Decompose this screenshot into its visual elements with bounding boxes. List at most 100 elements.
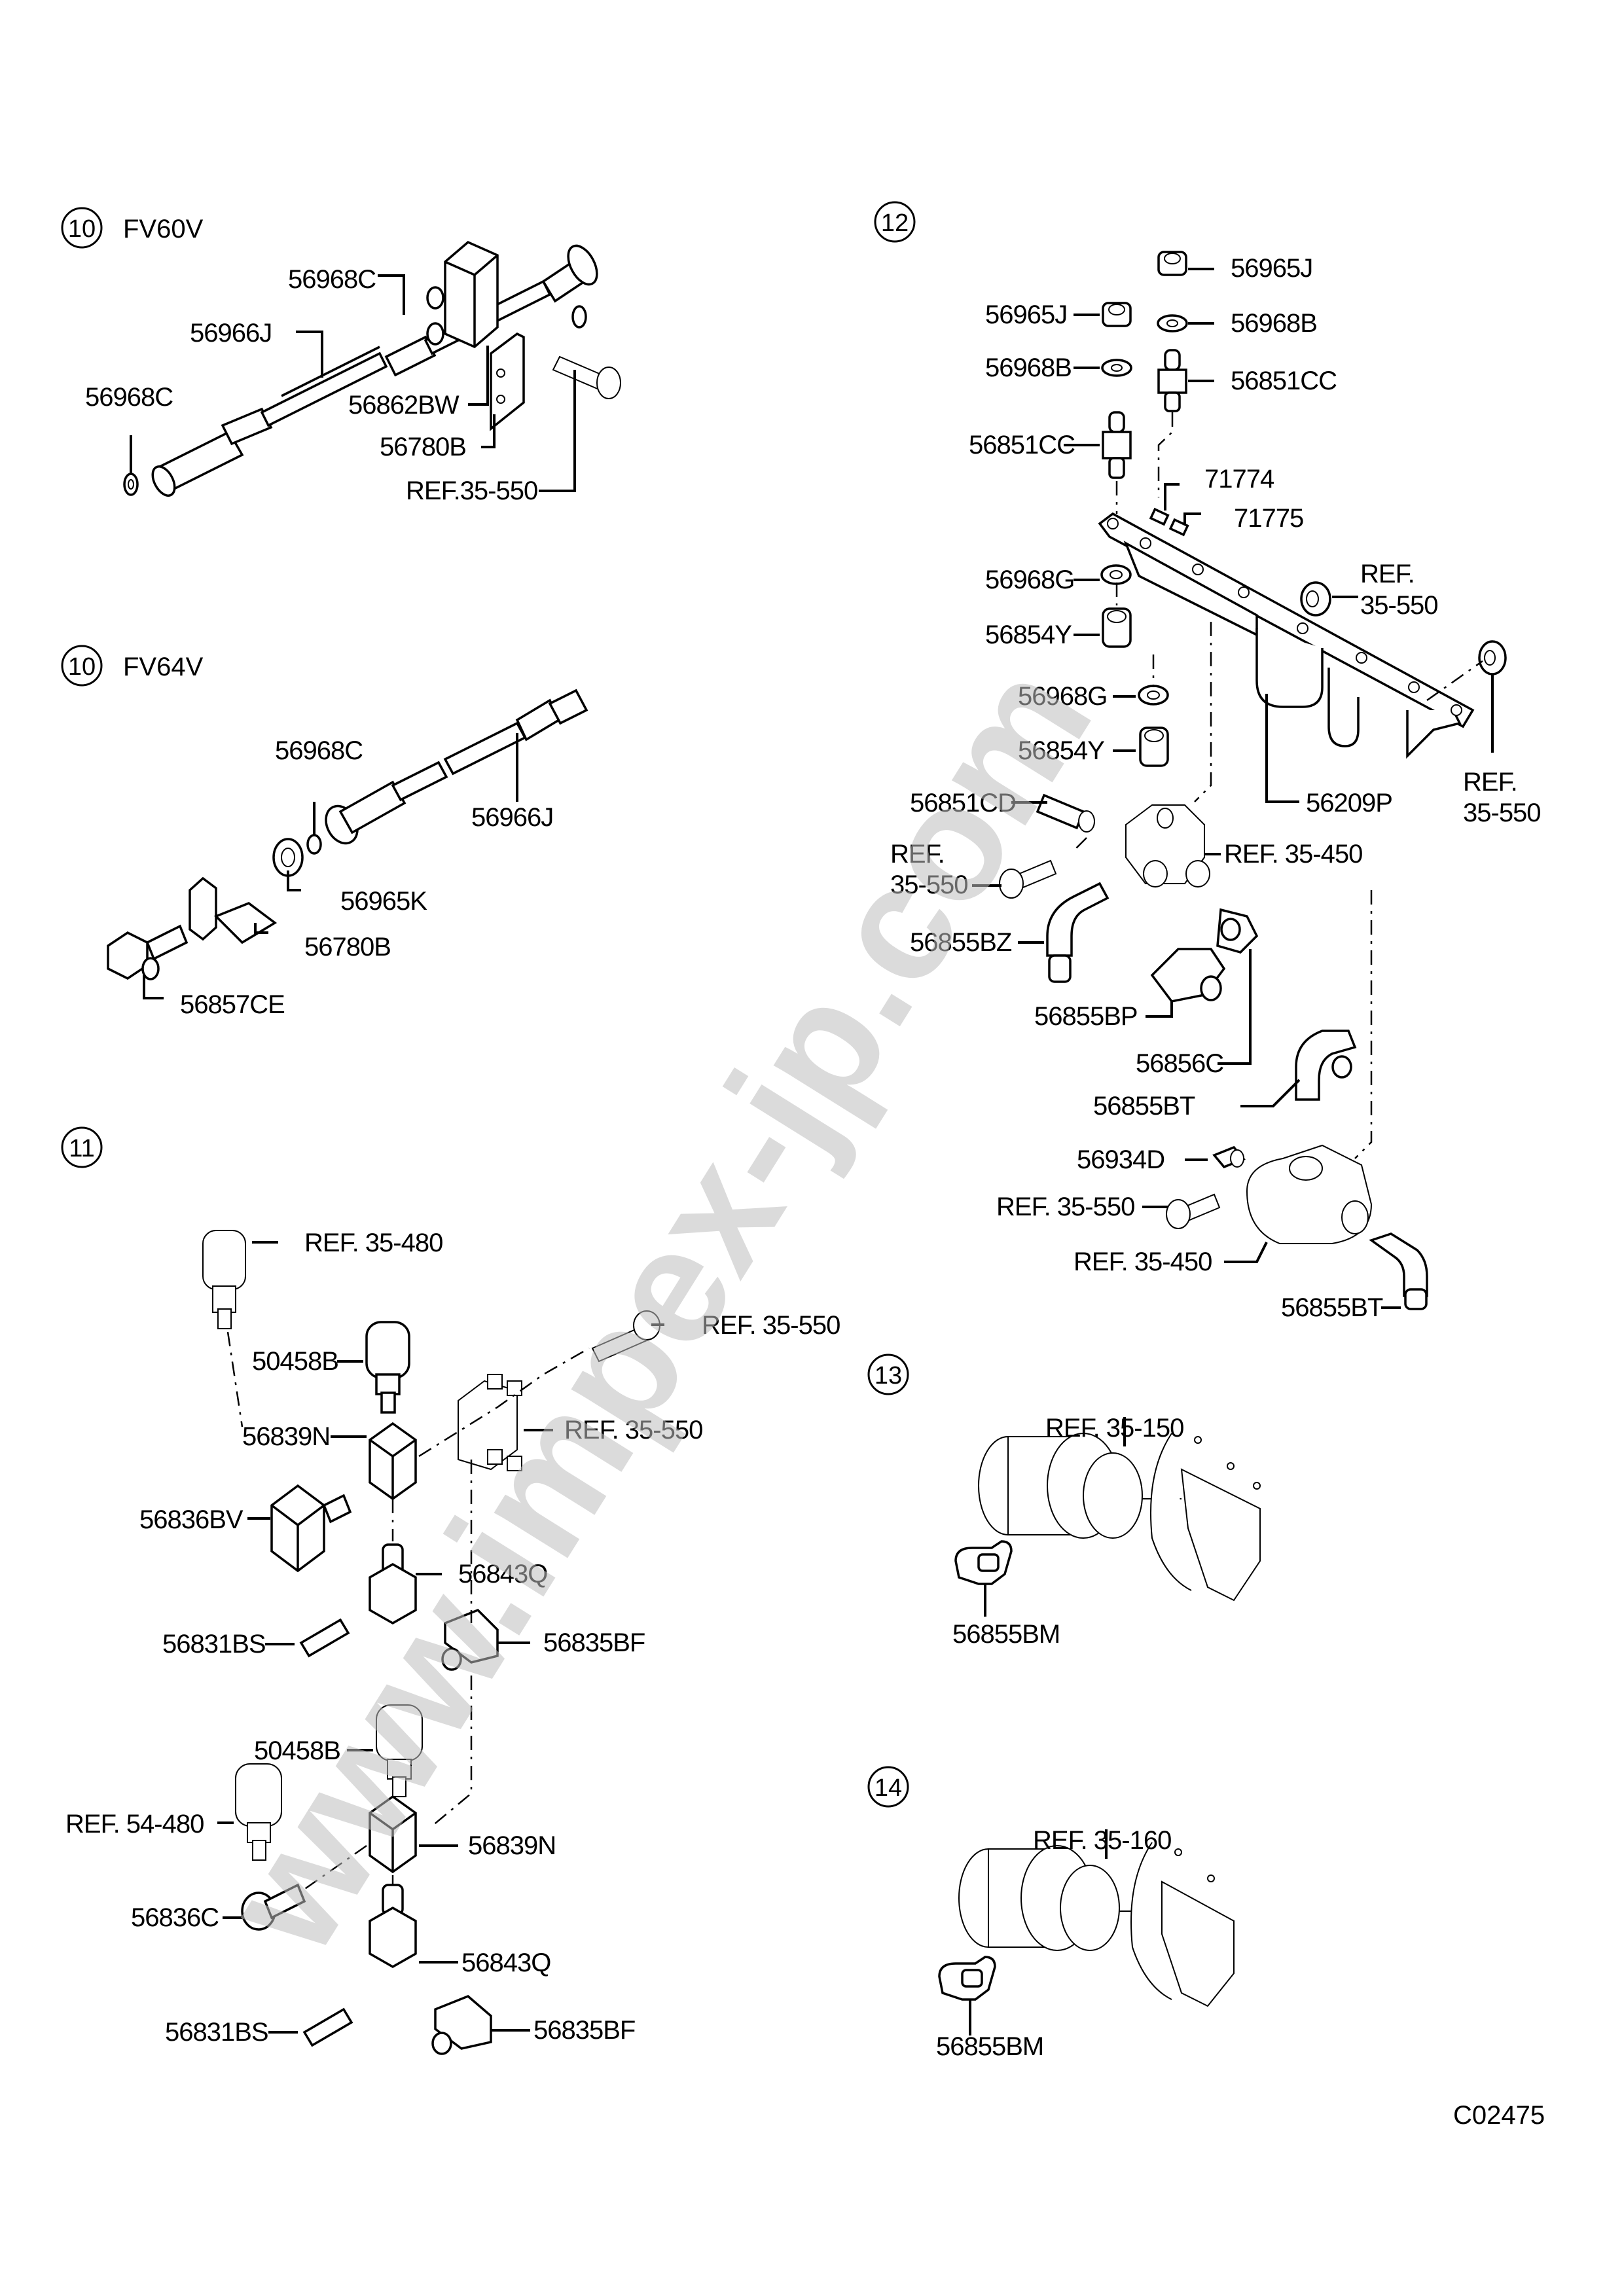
nut-56965J-left-part[interactable] (1102, 302, 1132, 327)
label-plate-71774-part[interactable] (1149, 507, 1170, 526)
label-56854Y-2[interactable]: 56854Y (1018, 736, 1105, 765)
label-ref-far-line1[interactable]: REF. (1463, 768, 1518, 797)
union-56851CD-part[interactable] (1036, 793, 1095, 833)
label-ref-bolt-line1[interactable]: REF. (890, 840, 945, 869)
label-56780B[interactable]: 56780B (304, 933, 391, 961)
label-56831BS-bottom[interactable]: 56831BS (165, 2018, 269, 2047)
bracket-56780B-part[interactable] (490, 332, 525, 431)
label-50458B-top[interactable]: 50458B (252, 1347, 339, 1376)
brake-chamber-ref-35-150-part[interactable] (978, 1433, 1261, 1602)
washer-56968G-2-part[interactable] (1138, 685, 1169, 706)
label-56968G-2[interactable]: 56968G (1018, 682, 1108, 711)
label-56780B[interactable]: 56780B (380, 433, 467, 461)
label-ref-far-line2[interactable]: 35-550 (1463, 798, 1542, 827)
spacer-56854Y-2-part[interactable] (1139, 726, 1169, 767)
label-ref-35-480[interactable]: REF. 35-480 (304, 1229, 443, 1257)
label-56831BS-top[interactable]: 56831BS (162, 1630, 266, 1659)
label-56855BM[interactable]: 56855BM (936, 2032, 1044, 2061)
elbow-56855BP-part[interactable] (1150, 948, 1226, 1003)
union-56851CC-right-part[interactable] (1157, 349, 1187, 412)
label-ref-35-450-2[interactable]: REF. 35-450 (1074, 1247, 1212, 1276)
label-56966J[interactable]: 56966J (190, 319, 272, 348)
label-plate-71775-part[interactable] (1168, 518, 1189, 537)
connector-56831BS-bottom-part[interactable] (302, 2007, 353, 2047)
elbow-56855BM-part[interactable] (954, 1540, 1013, 1585)
label-ref-35-550-bracket[interactable]: REF. 35-550 (564, 1416, 703, 1444)
union-56851CC-left-part[interactable] (1102, 411, 1132, 479)
pressure-switch-50458B-bottom-part[interactable] (376, 1704, 423, 1797)
elbow-56855BZ-part[interactable] (1046, 882, 1110, 983)
connector-56831BS-top-part[interactable] (299, 1618, 350, 1658)
elbow-56855BT-top-part[interactable] (1295, 1030, 1357, 1101)
nut-ref-35-550-part[interactable] (1300, 581, 1331, 617)
label-ref-54-480[interactable]: REF. 54-480 (65, 1810, 204, 1839)
label-56965K[interactable]: 56965K (340, 887, 428, 916)
label-56968B-right[interactable]: 56968B (1231, 309, 1318, 338)
label-56855BT-bottom[interactable]: 56855BT (1281, 1293, 1384, 1322)
label-56968B-left[interactable]: 56968B (985, 353, 1072, 382)
label-ref-nut-line2[interactable]: 35-550 (1360, 591, 1439, 620)
label-ref-35-150[interactable]: REF. 35-150 (1045, 1414, 1184, 1443)
label-56855BM[interactable]: 56855BM (952, 1620, 1060, 1649)
nut-56965J-right-part[interactable] (1157, 251, 1187, 276)
elbow-56855BT-bottom-part[interactable] (1369, 1232, 1428, 1310)
label-56856C[interactable]: 56856C (1136, 1049, 1224, 1078)
relay-valve-ref-35-450-part[interactable] (1246, 1144, 1373, 1244)
elbow-56836BV-part[interactable] (270, 1484, 352, 1573)
label-56855BZ[interactable]: 56855BZ (910, 928, 1013, 957)
block-56862BW-part[interactable] (426, 240, 499, 349)
label-50458B-bottom[interactable]: 50458B (254, 1736, 341, 1765)
washer-56968G-1-part[interactable] (1100, 564, 1132, 585)
label-ref-bolt-line2[interactable]: 35-550 (890, 870, 969, 899)
label-56968C-top[interactable]: 56968C (288, 265, 376, 294)
label-56862BW[interactable]: 56862BW (348, 391, 460, 420)
label-56839N-top[interactable]: 56839N (242, 1422, 331, 1451)
bracket-56209P-part[interactable] (1098, 512, 1475, 759)
label-ref-35-450[interactable]: REF. 35-450 (1224, 840, 1363, 869)
label-56839N-bottom[interactable]: 56839N (468, 1831, 556, 1860)
bolt-ref-35-550-2-part[interactable] (1166, 1193, 1221, 1229)
elbow-56855BM-part[interactable] (938, 1956, 996, 2001)
label-56851CC-right[interactable]: 56851CC (1231, 367, 1337, 395)
label-56843Q-top[interactable]: 56843Q (458, 1560, 548, 1588)
label-56855BT-top[interactable]: 56855BT (1093, 1092, 1196, 1121)
washer-56968C-left-part[interactable] (123, 473, 139, 496)
washer-56968C-top-part[interactable] (571, 305, 587, 329)
label-ref-nut-line1[interactable]: REF. (1360, 560, 1415, 588)
label-ref-35-550[interactable]: REF.35-550 (406, 476, 538, 505)
bracket-56780B-part[interactable] (189, 876, 278, 944)
washer-56968C-part[interactable] (306, 834, 322, 855)
elbow-56856C-part[interactable] (1216, 908, 1259, 954)
label-56857CE[interactable]: 56857CE (180, 990, 285, 1019)
hose-56966J-part[interactable] (319, 689, 588, 849)
washer-56968B-right-part[interactable] (1157, 314, 1188, 332)
label-56851CD[interactable]: 56851CD (910, 789, 1017, 817)
washer-56968B-left-part[interactable] (1101, 359, 1132, 377)
label-56854Y-1[interactable]: 56854Y (985, 620, 1072, 649)
spacer-56854Y-1-part[interactable] (1102, 607, 1132, 648)
label-56836BV[interactable]: 56836BV (139, 1505, 244, 1534)
nut-ref-35-550-far-part[interactable] (1478, 640, 1507, 675)
bolt-ref-35-550-part[interactable] (591, 1310, 660, 1363)
label-56934D[interactable]: 56934D (1077, 1145, 1165, 1174)
elbow-56835BF-mid-part[interactable] (441, 1608, 499, 1671)
label-56209P[interactable]: 56209P (1306, 789, 1393, 817)
elbow-56835BF-low-part[interactable] (431, 1994, 492, 2055)
label-56968C[interactable]: 56968C (275, 736, 363, 765)
label-56965J-right[interactable]: 56965J (1231, 254, 1313, 283)
label-56968G-1[interactable]: 56968G (985, 565, 1075, 594)
block-56839N-bottom-part[interactable] (369, 1795, 417, 1874)
nut-56965K-part[interactable] (272, 838, 304, 877)
block-56839N-top-part[interactable] (369, 1422, 417, 1501)
tee-valve-ref-35-450-part[interactable] (1125, 804, 1210, 888)
label-56855BP[interactable]: 56855BP (1034, 1002, 1138, 1031)
label-56835BF-low[interactable]: 56835BF (533, 2016, 636, 2045)
bolt-ref-35-550-part[interactable] (552, 355, 621, 399)
pressure-switch-50458B-top-part[interactable] (365, 1321, 410, 1414)
pressure-switch-ref-54-480-part[interactable] (235, 1763, 282, 1861)
label-ref-35-550-bolt[interactable]: REF. 35-550 (702, 1311, 840, 1340)
label-56965J-left[interactable]: 56965J (985, 300, 1068, 329)
label-ref-35-550-2[interactable]: REF. 35-550 (996, 1193, 1135, 1221)
label-56968C-left[interactable]: 56968C (85, 383, 173, 412)
elbow-56836C-part[interactable] (241, 1883, 306, 1931)
